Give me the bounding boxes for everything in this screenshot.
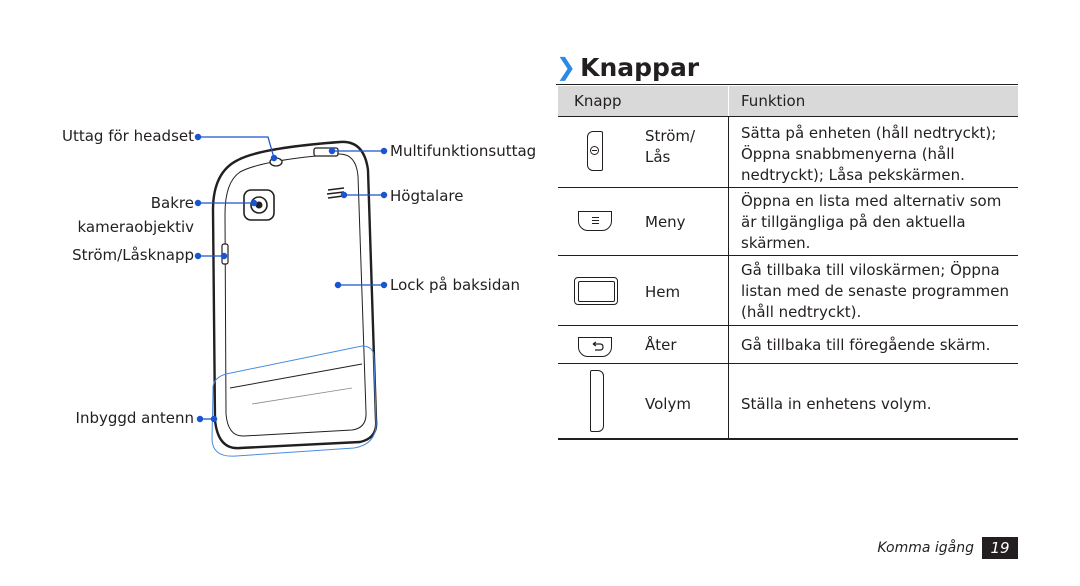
label-headset-jack: Uttag för headset [62,127,194,145]
label-power-lock-key: Ström/Låsknapp [72,246,194,264]
column-divider [728,117,729,439]
speaker-grille-shape [326,187,345,199]
key-name: Volym [645,395,691,413]
antenna-inner-line [251,387,353,405]
key-function: Öppna en lista med alternativ som är til… [741,192,1002,252]
phone-body [211,140,378,450]
key-name: Ström/ Lås [645,127,696,166]
header-key: Knapp [574,92,622,110]
key-name: Åter [645,336,677,354]
label-multifunction-jack: Multifunktionsuttag [390,142,537,160]
power-lock-key-icon [587,131,603,171]
antenna-cover-line [229,363,363,389]
row-rule [558,255,1018,256]
section-title: Knappar [580,52,700,82]
back-key-icon [578,337,612,357]
label-rear-camera-line2: kameraobjektiv [77,218,194,236]
menu-key-icon [578,211,612,231]
section-heading: ❯ Knappar [556,50,699,84]
key-name: Hem [645,283,681,301]
antenna-highlight [211,345,377,457]
key-function: Sätta på enheten (håll nedtryckt); Öppna… [741,124,997,184]
header-function: Funktion [741,92,806,110]
header-bottom-rule [558,116,1018,117]
label-speaker: Högtalare [390,187,464,205]
chevron-icon: ❯ [556,53,576,81]
row-rule [558,325,1018,326]
row-rule [558,363,1018,364]
home-key-icon [574,277,618,305]
phone-back-diagram [194,133,388,457]
table-header: Knapp Funktion [558,86,1018,116]
key-function: Ställa in enhetens volym. [741,395,932,413]
table-bottom-rule [558,438,1018,440]
footer-section-name: Komma igång [877,540,974,556]
key-function: Gå tillbaka till viloskärmen; Öppna list… [741,261,1009,321]
volume-key-icon [590,370,604,432]
key-function: Gå tillbaka till föregående skärm. [741,336,991,354]
row-rule [558,187,1018,188]
heading-rule [556,84,1018,85]
label-rear-camera-line1: Bakre [150,194,194,212]
phone-outer-outline [211,140,378,450]
label-back-cover: Lock på baksidan [390,276,521,294]
label-antenna: Inbyggd antenn [75,409,194,427]
page-number: 19 [982,537,1018,559]
phone-inner-outline [224,153,367,437]
header-divider [728,86,729,116]
key-name: Meny [645,213,686,231]
